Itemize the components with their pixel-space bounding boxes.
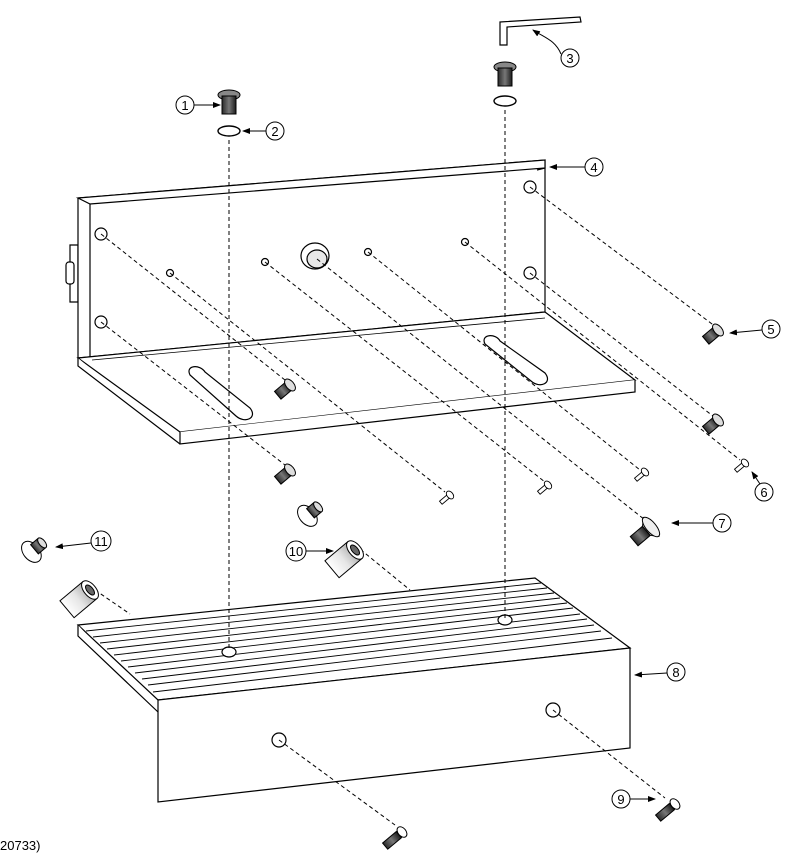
svg-text:5: 5 [767,322,774,337]
callout-3: 3 [532,29,580,68]
svg-text:3: 3 [566,51,573,66]
flat-head-screw [629,516,661,547]
svg-text:6: 6 [760,485,767,500]
hex-key [499,16,582,46]
base-screws [381,798,681,850]
button-head-screw-right [493,61,517,87]
callout-9: 9 [611,789,656,809]
shoulder-screws [21,501,324,563]
svg-text:9: 9 [617,792,624,807]
callout-2: 2 [242,121,285,141]
callout-5: 5 [729,319,781,339]
callout-7: 7 [671,513,732,533]
callout-6: 6 [751,471,774,502]
button-head-screw-left [217,89,241,115]
figure-caption: 20733) [0,838,41,853]
callout-11: 11 [55,530,112,552]
svg-text:4: 4 [590,160,597,175]
svg-text:10: 10 [289,544,303,559]
ribbed-base [76,577,632,803]
spacers [59,540,364,619]
small-screws [438,458,750,505]
assembly-lines [94,110,741,826]
callout-10: 10 [285,540,334,562]
callout-1: 1 [175,95,221,115]
svg-text:8: 8 [672,665,679,680]
socket-head-screws [273,323,724,485]
washer-left [217,125,241,137]
callout-4: 4 [549,157,604,177]
callout-8: 8 [634,662,686,682]
svg-text:7: 7 [718,516,725,531]
svg-text:2: 2 [271,124,278,139]
svg-text:11: 11 [94,534,108,549]
svg-text:1: 1 [181,98,188,113]
angle-bracket [65,159,637,445]
washer-right [493,95,517,107]
